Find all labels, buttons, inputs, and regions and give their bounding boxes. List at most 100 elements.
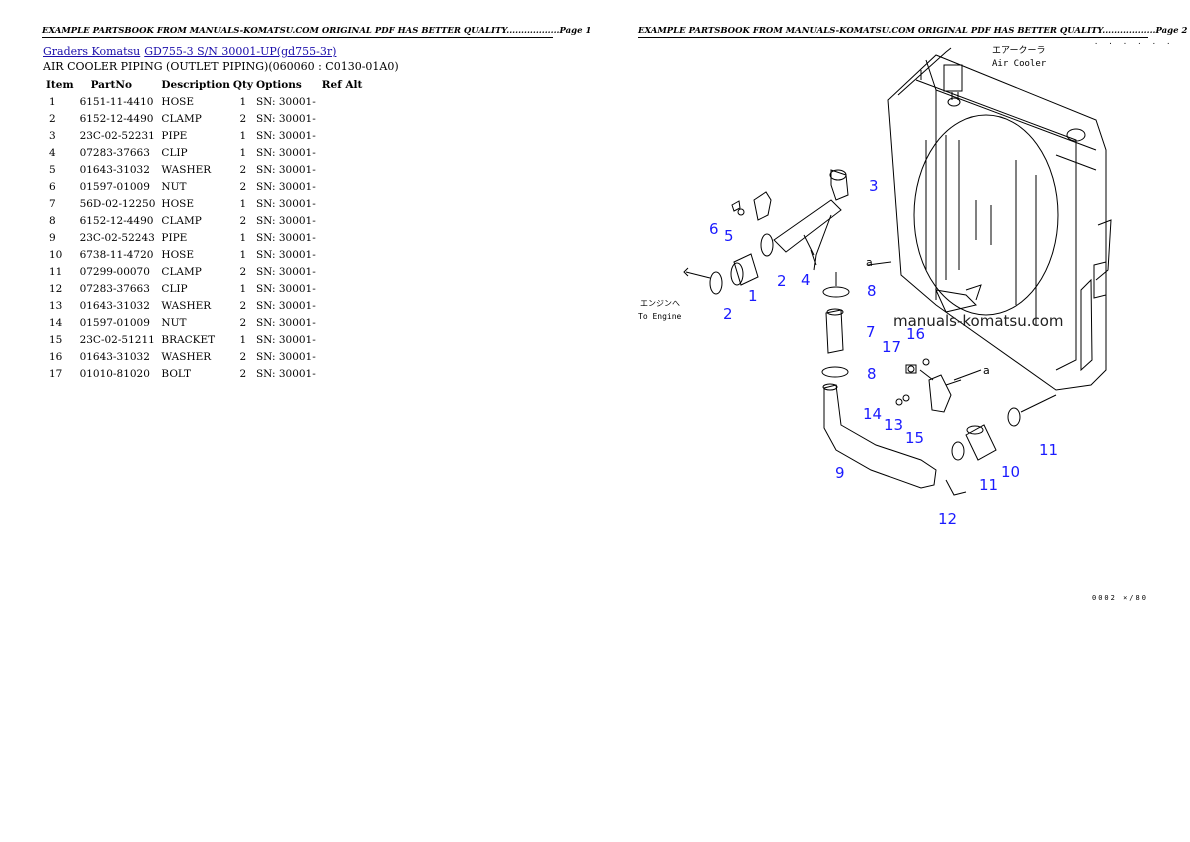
- callout-14: 14: [863, 405, 882, 423]
- callout-11-bottom: 11: [979, 476, 998, 494]
- cell-options: SN: 30001-: [255, 214, 316, 227]
- cell-description: BOLT: [161, 367, 192, 380]
- cell-description: HOSE: [161, 95, 195, 108]
- cell-refalt: [319, 348, 366, 365]
- cell-item: 1: [49, 95, 56, 108]
- section-title: AIR COOLER PIPING (OUTLET PIPING)(060060…: [43, 60, 399, 73]
- callout-8-bottom: 8: [867, 365, 877, 383]
- col-item: Item: [46, 78, 74, 91]
- cell-partno: 07283-37663: [79, 282, 150, 295]
- cell-description: NUT: [161, 316, 187, 329]
- cell-qty: 1: [239, 333, 247, 346]
- cell-partno: 01643-31032: [79, 350, 150, 363]
- cell-qty: 2: [239, 350, 247, 363]
- cell-item: 13: [49, 299, 63, 312]
- cell-description: BRACKET: [161, 333, 216, 346]
- cell-item: 12: [49, 282, 63, 295]
- cell-item: 3: [49, 129, 56, 142]
- cell-item: 5: [49, 163, 56, 176]
- cell-partno: 07283-37663: [79, 146, 150, 159]
- callout-a-left: a: [866, 256, 873, 269]
- cell-description: PIPE: [161, 129, 188, 142]
- cell-description: CLAMP: [161, 112, 202, 125]
- cell-refalt: [319, 229, 366, 246]
- cell-refalt: [319, 331, 366, 348]
- cell-options: SN: 30001-: [255, 282, 316, 295]
- watermark: manuals-komatsu.com: [893, 312, 1064, 330]
- cell-refalt: [319, 246, 366, 263]
- cell-partno: 07299-00070: [79, 265, 150, 278]
- air-cooler-label: Air Cooler: [992, 59, 1047, 69]
- cell-description: CLAMP: [161, 265, 202, 278]
- cell-qty: 1: [239, 95, 247, 108]
- cell-partno: 6738-11-4720: [79, 248, 154, 261]
- cell-options: SN: 30001-: [255, 95, 316, 108]
- callout-10: 10: [1001, 463, 1020, 481]
- table-row: 16 01643-31032 WASHER 2 SN: 30001-: [43, 348, 365, 365]
- cell-qty: 2: [239, 367, 247, 380]
- cell-description: WASHER: [161, 350, 212, 363]
- cell-qty: 2: [239, 112, 247, 125]
- col-description: Description: [161, 78, 230, 91]
- breadcrumb-link-graders[interactable]: Graders Komatsu: [43, 45, 141, 58]
- cell-refalt: [319, 110, 366, 127]
- to-engine-label: To Engine: [638, 312, 682, 321]
- cell-options: SN: 30001-: [255, 146, 316, 159]
- cell-qty: 1: [239, 282, 247, 295]
- callout-13: 13: [884, 416, 903, 434]
- cell-options: SN: 30001-: [255, 350, 316, 363]
- cell-item: 17: [49, 367, 63, 380]
- cell-description: HOSE: [161, 197, 195, 210]
- cell-item: 9: [49, 231, 56, 244]
- cell-description: HOSE: [161, 248, 195, 261]
- cell-description: WASHER: [161, 163, 212, 176]
- table-row: 1 6151-11-4410 HOSE 1 SN: 30001-: [43, 93, 365, 110]
- cell-partno: 6151-11-4410: [79, 95, 154, 108]
- cell-partno: 01597-01009: [79, 316, 150, 329]
- cell-options: SN: 30001-: [255, 265, 316, 278]
- cell-item: 6: [49, 180, 56, 193]
- callout-3: 3: [869, 177, 879, 195]
- cell-partno: 23C-02-51211: [79, 333, 155, 346]
- cell-options: SN: 30001-: [255, 333, 316, 346]
- callout-16: 16: [906, 325, 925, 343]
- cell-item: 16: [49, 350, 63, 363]
- callout-6: 6: [709, 220, 719, 238]
- cell-refalt: [319, 161, 366, 178]
- page-header-left: EXAMPLE PARTSBOOK FROM MANUALS-KOMATSU.C…: [42, 26, 592, 38]
- cell-options: SN: 30001-: [255, 367, 316, 380]
- cell-options: SN: 30001-: [255, 163, 316, 176]
- cell-qty: 1: [239, 129, 247, 142]
- cell-options: SN: 30001-: [255, 197, 316, 210]
- cell-qty: 1: [239, 231, 247, 244]
- cell-qty: 1: [239, 197, 247, 210]
- cell-partno: 23C-02-52231: [79, 129, 155, 142]
- cell-qty: 1: [239, 248, 247, 261]
- cell-refalt: [319, 195, 366, 212]
- breadcrumb-link-model[interactable]: GD755-3 S/N 30001-UP(gd755-3r): [144, 45, 337, 58]
- cell-options: SN: 30001-: [255, 180, 316, 193]
- cell-refalt: [319, 314, 366, 331]
- callout-12: 12: [938, 510, 957, 528]
- cell-qty: 1: [239, 146, 247, 159]
- cell-description: CLAMP: [161, 214, 202, 227]
- col-refalt: Ref Alt: [321, 78, 363, 91]
- cell-item: 14: [49, 316, 63, 329]
- cell-item: 2: [49, 112, 56, 125]
- table-header-row: Item PartNo Description Qty Options Ref …: [43, 76, 365, 93]
- cell-qty: 2: [239, 180, 247, 193]
- callout-1: 1: [748, 287, 758, 305]
- cell-refalt: [319, 127, 366, 144]
- cell-options: SN: 30001-: [255, 112, 316, 125]
